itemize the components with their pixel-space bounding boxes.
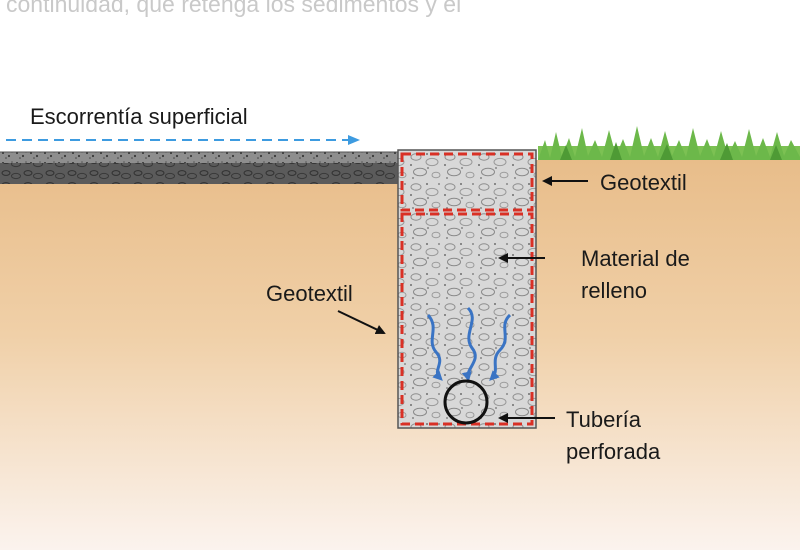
wavy-arrow-down-icon <box>426 313 443 381</box>
geotextile-wrap <box>400 212 534 426</box>
geotextile-top-layer <box>400 152 534 212</box>
label-geotextile-side: Geotextil <box>266 281 353 306</box>
label-pipe-line2: perforada <box>566 439 661 464</box>
caption-fragment: continuidad, que retenga los sedimentos … <box>6 0 461 17</box>
wavy-arrow-down-icon <box>489 313 512 381</box>
label-pipe-line1: Tubería <box>566 407 642 432</box>
flow-arrows <box>426 306 512 382</box>
grass <box>538 126 800 160</box>
pipe-circle-icon <box>443 379 489 425</box>
label-runoff: Escorrentía superficial <box>30 104 248 129</box>
label-fill-material-line2: relleno <box>581 278 647 303</box>
label-geotextile-top: Geotextil <box>600 170 687 195</box>
leader-geotextil-side-arrow-icon <box>337 310 386 335</box>
wavy-arrow-down-icon <box>461 306 477 382</box>
trench <box>397 149 537 429</box>
pavement <box>0 151 398 184</box>
dashed-arrow-head <box>348 135 360 145</box>
label-fill-material-line1: Material de <box>581 246 690 271</box>
